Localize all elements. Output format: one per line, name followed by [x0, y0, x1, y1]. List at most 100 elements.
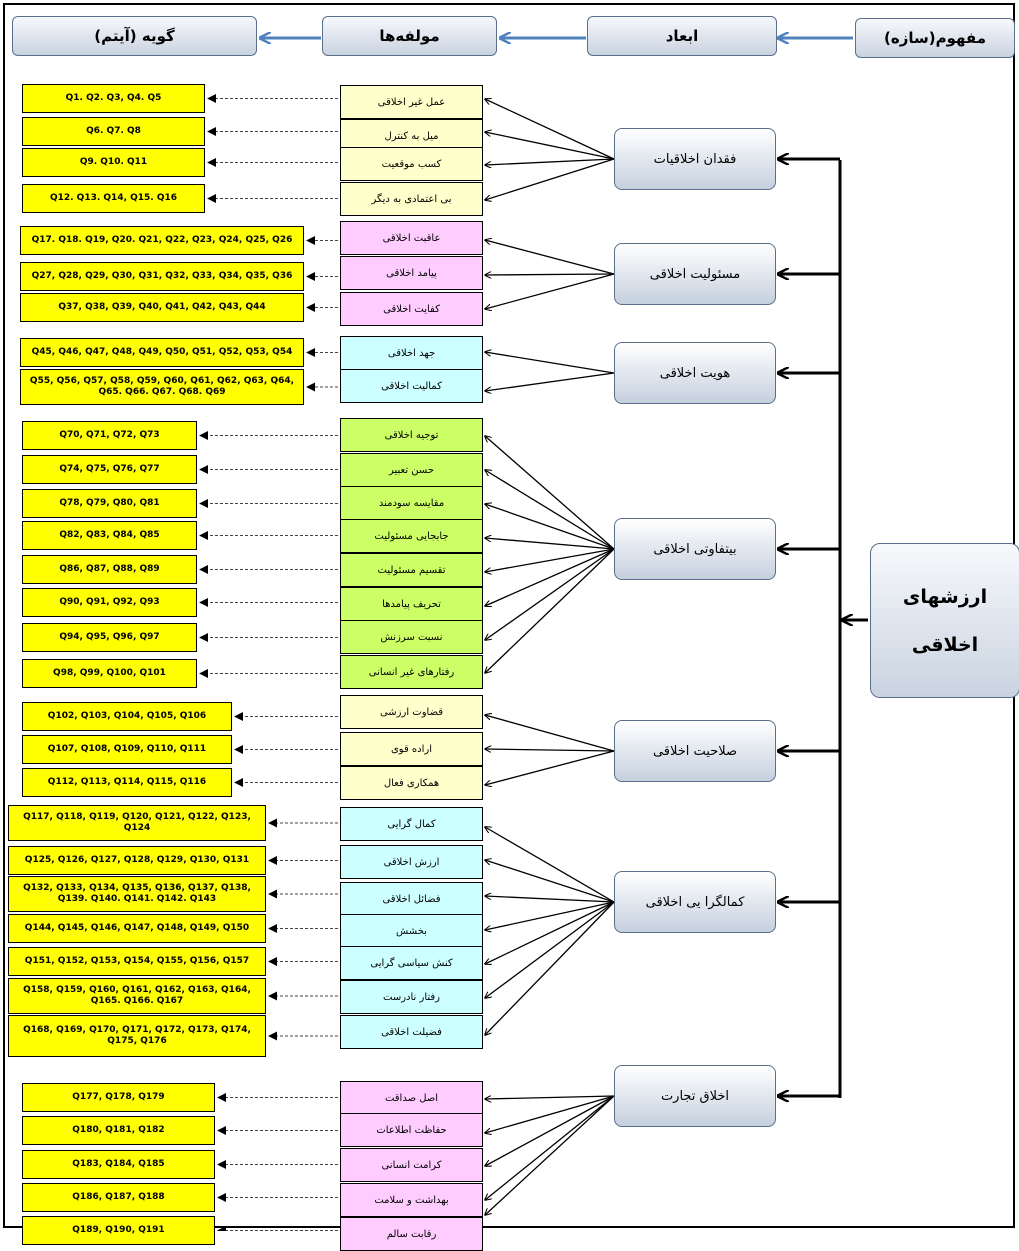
item-codes: Q9. Q10. Q11	[79, 157, 148, 167]
item-codes: Q168, Q169, Q170, Q171, Q172, Q173, Q174…	[23, 1025, 251, 1046]
item-box: Q17. Q18. Q19, Q20. Q21, Q22, Q23, Q24, …	[20, 226, 304, 255]
item-codes: Q180, Q181, Q182	[72, 1125, 165, 1135]
item-box: Q183, Q184, Q185	[22, 1150, 215, 1179]
component-label: ارزش اخلاقی	[383, 856, 440, 868]
item-codes: Q6. Q7. Q8	[86, 126, 141, 136]
component-box: کمال گرایی	[340, 807, 483, 841]
component-label: کرامت انسانی	[381, 1159, 442, 1171]
item-codes: Q107, Q108, Q109, Q110, Q111	[47, 744, 207, 754]
components-header: مولفه‌ها	[322, 16, 497, 56]
component-arrow	[485, 1095, 615, 1133]
component-box: عاقبت اخلاقی	[340, 221, 483, 255]
component-box: ارزش اخلاقی	[340, 845, 483, 879]
component-box: بی اعتمادی به دیگر	[340, 182, 483, 216]
item-codes: Q70, Q71, Q72, Q73	[59, 430, 160, 440]
item-codes: Q132, Q133, Q134, Q135, Q136, Q137, Q138…	[23, 883, 251, 904]
component-arrow	[485, 896, 615, 903]
component-box: عمل غیر اخلاقی	[340, 85, 483, 119]
dimensions-header: ابعاد	[587, 16, 777, 56]
component-arrow	[485, 504, 615, 550]
component-box: بخشش	[340, 914, 483, 948]
component-label: جابجایی مسئولیت	[374, 530, 449, 542]
item-codes: Q112, Q113, Q114, Q115, Q116	[47, 777, 207, 787]
item-box: Q6. Q7. Q8	[22, 117, 205, 146]
item-box: Q82, Q83, Q84, Q85	[22, 521, 197, 550]
component-label: حسن تعبیر	[388, 464, 435, 476]
item-box: Q86, Q87, Q88, Q89	[22, 555, 197, 584]
dimension-label: مسئولیت اخلاقی	[649, 266, 741, 282]
item-box: Q107, Q108, Q109, Q110, Q111	[22, 735, 232, 764]
component-box: مقایسه سودمند	[340, 486, 483, 520]
item-codes: Q82, Q83, Q84, Q85	[59, 530, 160, 540]
component-arrow	[485, 548, 615, 640]
component-box: کنش سیاسی گرایی	[340, 946, 483, 980]
component-label: اراده قوی	[390, 743, 433, 755]
component-arrow	[485, 548, 615, 606]
item-codes: Q74, Q75, Q76, Q77	[59, 464, 160, 474]
dimension-label: اخلاق تجارت	[660, 1088, 730, 1104]
dimension-box: اخلاق تجارت	[614, 1065, 776, 1127]
component-box: تحریف پیامدها	[340, 587, 483, 621]
component-label: فضیلت اخلاقی	[381, 1026, 442, 1038]
component-box: رقابت سالم	[340, 1217, 483, 1251]
item-box: Q168, Q169, Q170, Q171, Q172, Q173, Q174…	[8, 1015, 266, 1057]
concept-line-1: ارزشهای	[902, 585, 988, 608]
component-label: عاقبت اخلاقی	[382, 232, 441, 244]
item-codes: Q125, Q126, Q127, Q128, Q129, Q130, Q131	[24, 855, 250, 865]
component-arrow	[485, 158, 615, 165]
item-box: Q9. Q10. Q11	[22, 148, 205, 177]
dimension-label: هویت اخلاقی	[659, 365, 731, 381]
component-label: مقایسه سودمند	[378, 497, 445, 509]
item-box: Q177, Q178, Q179	[22, 1083, 215, 1112]
component-box: فضائل اخلاقی	[340, 882, 483, 916]
component-label: رفتار نادرست	[383, 991, 440, 1003]
component-label: پیامد اخلاقی	[386, 267, 437, 279]
component-box: جابجایی مسئولیت	[340, 519, 483, 553]
component-box: کسب موقعیت	[340, 147, 483, 181]
dimension-box: کمالگرا یی اخلاقی	[614, 871, 776, 933]
item-codes: Q86, Q87, Q88, Q89	[59, 564, 160, 574]
dimension-label: کمالگرا یی اخلاقی	[645, 894, 745, 910]
component-label: همکاری فعال	[383, 777, 440, 789]
component-box: فضیلت اخلاقی	[340, 1015, 483, 1049]
component-box: کرامت انسانی	[340, 1148, 483, 1182]
component-label: کسب موقعیت	[381, 158, 442, 170]
component-box: پیامد اخلاقی	[340, 256, 483, 290]
item-box: Q78, Q79, Q80, Q81	[22, 489, 197, 518]
component-box: رفتارهای غیر انسانی	[340, 655, 483, 689]
component-box: جهد اخلاقی	[340, 336, 483, 370]
item-box: Q98, Q99, Q100, Q101	[22, 659, 197, 688]
item-codes: Q144, Q145, Q146, Q147, Q148, Q149, Q150	[24, 923, 250, 933]
item-codes: Q117, Q118, Q119, Q120, Q121, Q122, Q123…	[23, 812, 251, 833]
item-codes: Q27, Q28, Q29, Q30, Q31, Q32, Q33, Q34, …	[31, 271, 293, 281]
component-label: بهداشت و سلامت	[374, 1194, 449, 1206]
item-codes: Q183, Q184, Q185	[72, 1159, 165, 1169]
component-label: رفتارهای غیر انسانی	[368, 666, 455, 678]
component-label: قضاوت ارزشی	[379, 706, 444, 718]
component-label: کنش سیاسی گرایی	[370, 957, 453, 969]
item-box: Q70, Q71, Q72, Q73	[22, 421, 197, 450]
component-arrow	[485, 132, 615, 160]
dimension-label: بیتفاوتی اخلاقی	[653, 541, 737, 557]
component-box: حسن تعبیر	[340, 453, 483, 487]
component-label: رقابت سالم	[386, 1228, 437, 1240]
component-box: اصل صداقت	[340, 1081, 483, 1115]
component-box: رفتار نادرست	[340, 980, 483, 1014]
item-box: Q37, Q38, Q39, Q40, Q41, Q42, Q43, Q44	[20, 293, 304, 322]
component-arrow	[485, 99, 615, 160]
component-arrow	[485, 352, 615, 374]
item-codes: Q55, Q56, Q57, Q58, Q59, Q60, Q61, Q62, …	[29, 376, 295, 397]
item-codes: Q186, Q187, Q188	[72, 1192, 165, 1202]
component-label: جهد اخلاقی	[387, 347, 436, 359]
item-box: Q45, Q46, Q47, Q48, Q49, Q50, Q51, Q52, …	[20, 338, 304, 367]
item-codes: Q151, Q152, Q153, Q154, Q155, Q156, Q157	[24, 956, 250, 966]
component-label: میل به کنترل	[384, 130, 439, 142]
component-arrow	[485, 548, 615, 572]
construct-header: مفهوم(سازه)	[855, 18, 1015, 58]
component-arrow	[485, 548, 615, 673]
component-arrow	[485, 158, 615, 200]
component-box: تقسیم مسئولیت	[340, 553, 483, 587]
item-codes: Q98, Q99, Q100, Q101	[53, 668, 166, 678]
component-label: تحریف پیامدها	[382, 598, 441, 610]
item-codes: Q102, Q103, Q104, Q105, Q106	[47, 711, 207, 721]
